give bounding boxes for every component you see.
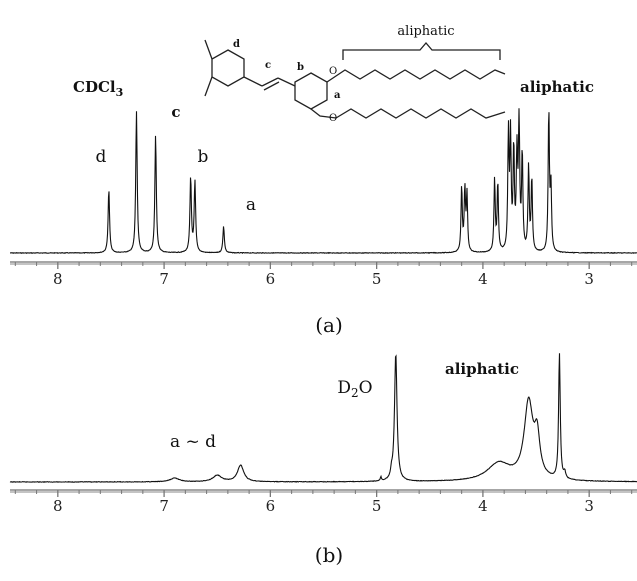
struct-oxygen-bottom: O (329, 113, 337, 124)
structure-letters: d c b a O O aliphatic (233, 24, 455, 124)
x-tick-label: 8 (53, 270, 63, 288)
x-ticks-a (14, 262, 633, 269)
spectrum-trace-b (9, 353, 637, 483)
x-tick-labels-b: 8 7 6 5 4 3 (53, 497, 594, 515)
struct-bracket-label: aliphatic (397, 24, 454, 39)
struct-label-c: c (265, 60, 271, 71)
chain-bottom (310, 108, 506, 119)
vinyl-2b (263, 81, 280, 91)
panel-label-a: (a) (315, 313, 343, 337)
x-tick-labels-a: 8 7 6 5 4 3 (53, 270, 594, 288)
spectrum-panel-a: 8 7 6 5 4 3 CDCl3 d c b a aliphatic (10, 24, 637, 337)
annotation-a-to-d: a ~ d (170, 432, 216, 452)
spectrum-trace-a (10, 108, 637, 255)
vinyl-3 (277, 77, 296, 87)
x-ticks-b (14, 490, 633, 497)
chain-top (326, 69, 506, 83)
x-tick-label: 6 (266, 270, 276, 288)
x-tick-label: 3 (584, 497, 594, 515)
aliphatic-bracket (342, 42, 501, 60)
struct-label-a: a (334, 90, 341, 101)
x-tick-label: 7 (159, 270, 169, 288)
annotation-cdcl3: CDCl3 (73, 78, 123, 99)
panel-label-b: (b) (315, 543, 343, 567)
methyl-bottom (204, 76, 213, 97)
ring-left (211, 49, 245, 87)
annotation-a: a (246, 195, 256, 215)
struct-oxygen-top: O (329, 66, 337, 77)
x-tick-label: 5 (372, 270, 382, 288)
annotation-d2o: D2O (337, 378, 372, 400)
annotation-aliphatic: aliphatic (520, 78, 594, 96)
struct-label-d: d (233, 39, 240, 50)
x-tick-label: 6 (266, 497, 276, 515)
annotation-aliphatic-b: aliphatic (445, 360, 519, 378)
annotation-b: b (198, 147, 209, 167)
methyl-top (204, 39, 213, 60)
x-tick-label: 3 (584, 270, 594, 288)
x-tick-label: 5 (372, 497, 382, 515)
annotation-d: d (96, 147, 107, 167)
vinyl-2 (261, 77, 279, 87)
molecule-structure (204, 39, 506, 119)
spectrum-panel-b: 8 7 6 5 4 3 a ~ d D2O aliphatic (b) (9, 353, 637, 567)
x-tick-label: 8 (53, 497, 63, 515)
ring-right (294, 72, 328, 110)
vinyl-1 (243, 76, 263, 87)
x-tick-label: 7 (159, 497, 169, 515)
struct-label-b: b (297, 62, 304, 73)
x-tick-label: 4 (478, 497, 488, 515)
annotation-c: c (171, 103, 180, 121)
x-tick-label: 4 (478, 270, 488, 288)
